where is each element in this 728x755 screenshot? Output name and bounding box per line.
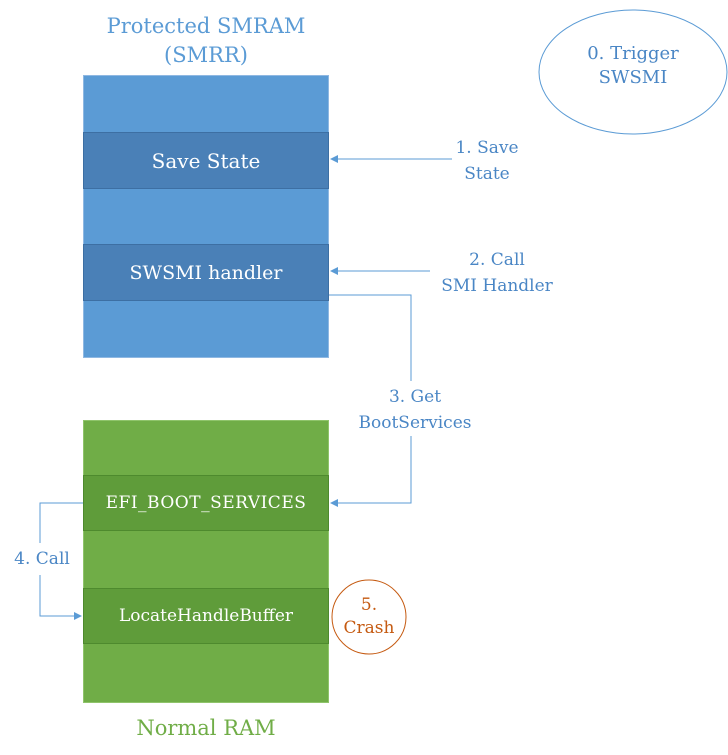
crash-line2: Crash [343,618,395,638]
normal-ram-region [83,420,329,703]
call-step-line1: 2. Call [469,250,525,270]
save-state-block: Save State [83,132,329,189]
trigger-swsmi-ellipse [538,9,728,135]
save-step-line1: 1. Save [455,138,519,158]
call-step-line2: SMI Handler [441,276,553,296]
normal-ram-title: Normal RAM [136,716,276,740]
save-step-line2: State [464,164,510,184]
call-locate-arrow [39,575,82,620]
get-bootservices-connector [329,294,412,381]
smram-title-line1: Protected SMRAM [106,14,306,38]
get-step-line2: BootServices [358,413,472,433]
get-bootservices-arrow [330,436,412,507]
efi-boot-services-block: EFI_BOOT_SERVICES [83,475,329,531]
swsmi-handler-label: SWSMI handler [129,261,283,284]
trigger-line2: SWSMI [598,67,668,88]
swsmi-handler-block: SWSMI handler [83,244,329,301]
call-step-label: 4. Call [14,549,70,569]
smram-region [83,75,329,358]
trigger-swsmi-label: 0. Trigger SWSMI [553,42,713,90]
save-state-step-label: 1. Save State [437,135,537,187]
crash-step-label: 5. Crash [334,594,404,640]
locate-handle-buffer-label: LocateHandleBuffer [118,606,294,626]
crash-line1: 5. [360,595,378,615]
get-bootservices-step-label: 3. Get BootServices [345,384,485,436]
locate-handle-buffer-block: LocateHandleBuffer [83,588,329,644]
smram-title-line2: (SMRR) [164,43,248,67]
smram-title: Protected SMRAM (SMRR) [84,12,328,70]
save-state-label: Save State [151,148,261,173]
trigger-line1: 0. Trigger [587,43,679,64]
call-smi-handler-step-label: 2. Call SMI Handler [427,247,567,299]
get-step-line1: 3. Get [388,387,442,407]
efi-boot-services-label: EFI_BOOT_SERVICES [105,493,307,513]
crash-circle [331,579,407,655]
call-connector-upper [39,502,83,543]
